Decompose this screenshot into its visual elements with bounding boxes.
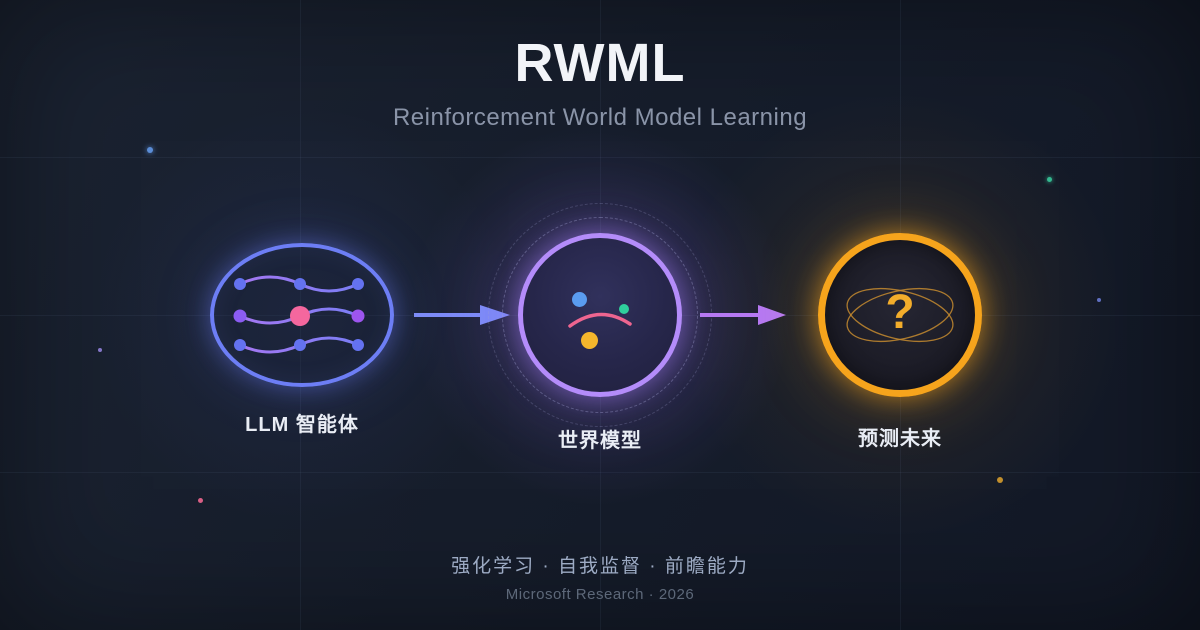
footer-credit: Microsoft Research · 2026 bbox=[505, 586, 695, 603]
grid-line-horizontal bbox=[0, 472, 1200, 473]
neural-network-icon bbox=[233, 275, 365, 354]
world-model-dashed-ring-inner bbox=[502, 217, 698, 413]
world-model-label: 世界模型 bbox=[558, 430, 642, 452]
orbit-ellipses-icon bbox=[846, 287, 954, 343]
header: RWML Reinforcement World Model Learning bbox=[0, 32, 1200, 132]
predict-future-node: ? bbox=[818, 233, 982, 397]
world-model-node bbox=[518, 233, 682, 397]
latent-dot-yellow bbox=[580, 331, 598, 349]
star-dot-pink bbox=[198, 498, 203, 503]
footer-tagline: 强化学习 · 自我监督 · 前瞻能力 bbox=[451, 556, 749, 577]
star-dot-teal bbox=[1047, 177, 1052, 182]
star-dot-purple bbox=[98, 348, 102, 352]
world-model-arc-icon bbox=[568, 312, 632, 328]
grid-line-horizontal bbox=[0, 157, 1200, 158]
llm-agent-node bbox=[210, 243, 394, 387]
question-mark: ? bbox=[885, 286, 915, 340]
star-dot-blue bbox=[147, 147, 153, 153]
world-to-future-arrow-icon bbox=[700, 305, 786, 325]
page-subtitle: Reinforcement World Model Learning bbox=[392, 104, 808, 131]
page-title: RWML bbox=[514, 33, 686, 93]
predict-future-label: 预测未来 bbox=[858, 428, 942, 450]
star-dot-gold bbox=[997, 477, 1003, 483]
latent-dot-green bbox=[619, 304, 629, 314]
llm-agent-label: LLM 智能体 bbox=[245, 414, 359, 436]
latent-dot-blue bbox=[571, 291, 587, 307]
star-dot-slate bbox=[1097, 298, 1101, 302]
